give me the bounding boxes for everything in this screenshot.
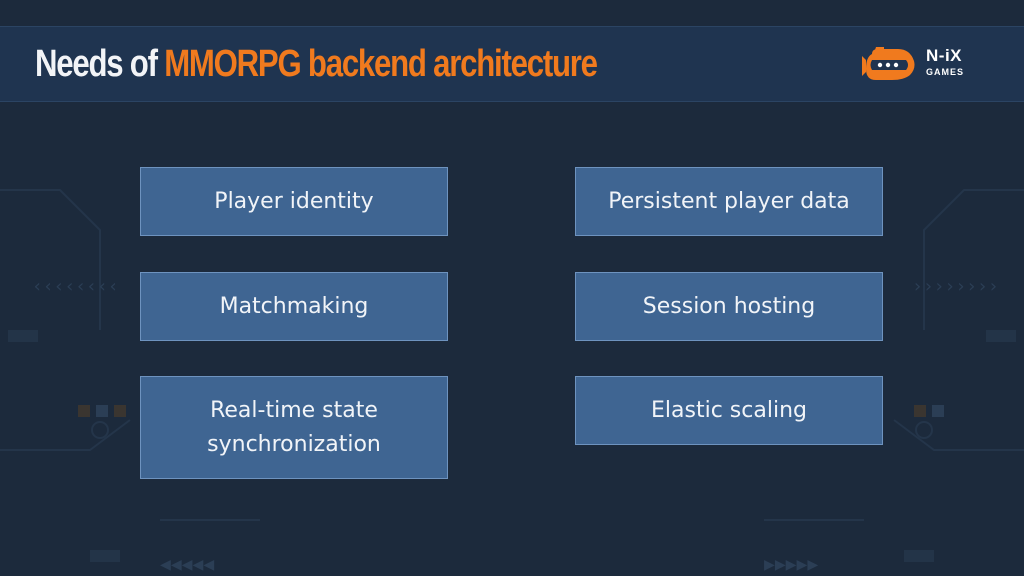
need-card-matchmaking: Matchmaking: [140, 272, 448, 341]
slide-title: Needs of MMORPG backend architecture: [35, 37, 598, 91]
slide-header: Needs of MMORPG backend architecture N-i…: [0, 26, 1024, 102]
need-card-session-hosting: Session hosting: [575, 272, 883, 341]
company-logo: N-iX GAMES: [862, 41, 982, 87]
need-card-real-time-state-sync: Real-time state synchronization: [140, 376, 448, 479]
svg-text:◀◀◀◀◀: ◀◀◀◀◀: [160, 554, 214, 575]
need-card-player-identity: Player identity: [140, 167, 448, 236]
svg-text:‹‹‹‹‹‹‹‹: ‹‹‹‹‹‹‹‹: [32, 276, 119, 297]
title-part-white: Needs of: [35, 43, 158, 85]
need-card-elastic-scaling: Elastic scaling: [575, 376, 883, 445]
logo-name: N-iX: [926, 46, 962, 65]
title-part-orange: MMORPG backend architecture: [164, 43, 598, 85]
logo-subtitle: GAMES: [926, 67, 965, 77]
svg-text:››››››››: ››››››››: [912, 276, 999, 297]
svg-text:▶▶▶▶▶: ▶▶▶▶▶: [764, 554, 818, 575]
need-card-persistent-player-data: Persistent player data: [575, 167, 883, 236]
submarine-logo-icon: [862, 47, 915, 80]
